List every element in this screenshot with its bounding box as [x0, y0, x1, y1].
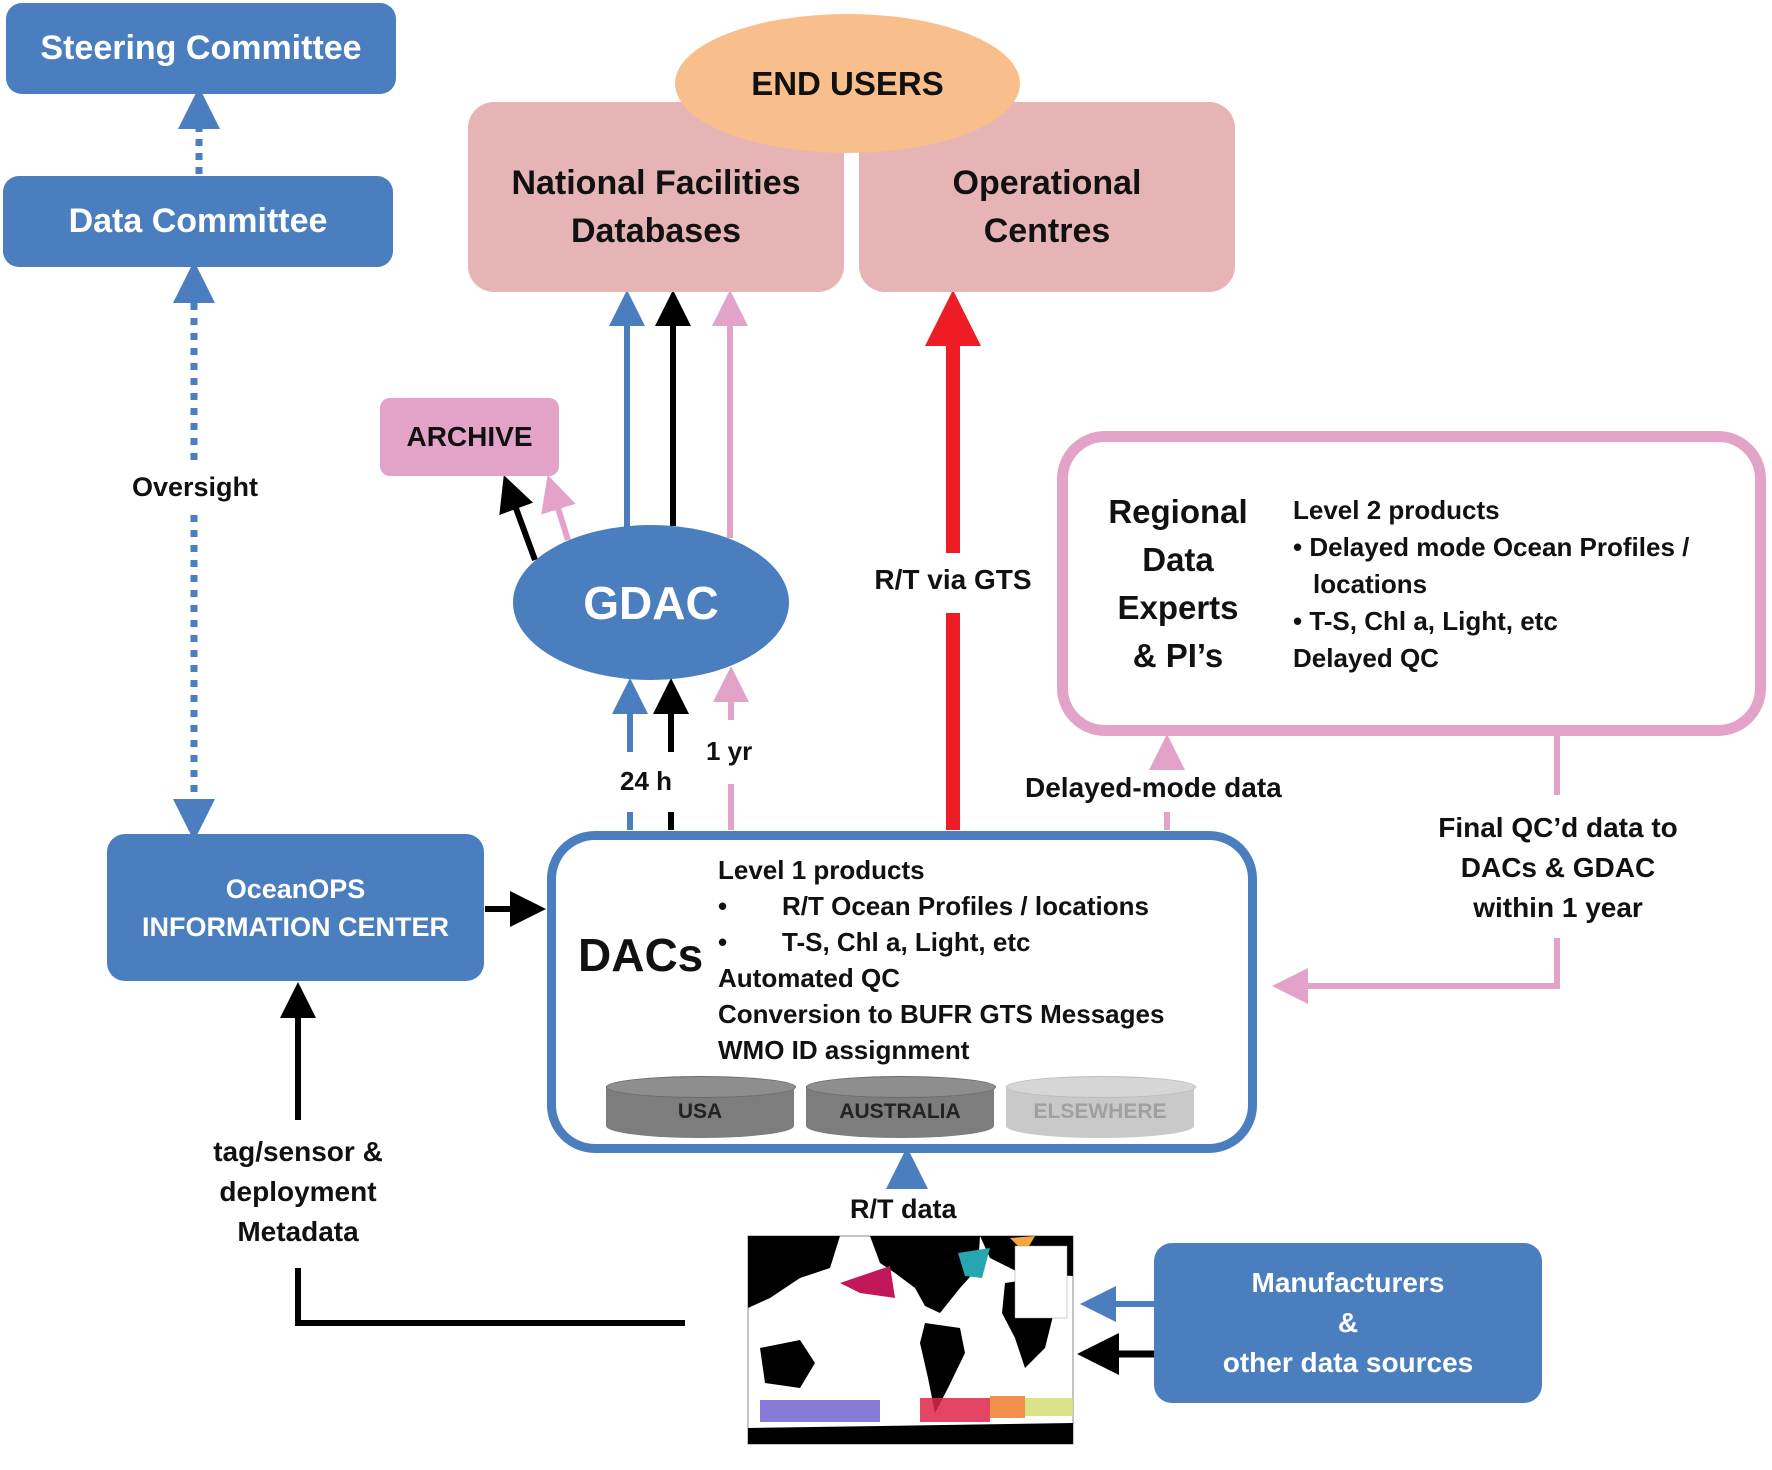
one-yr-label: 1 yr	[706, 736, 753, 766]
manufacturers-line2: &	[1337, 1307, 1359, 1338]
rt-data-label: R/T data	[850, 1194, 957, 1224]
final-qc-line3: within 1 year	[1473, 892, 1643, 923]
24h-label: 24 h	[620, 766, 673, 796]
regional-title-line3: Experts	[1117, 589, 1239, 626]
track-southern-red	[920, 1398, 990, 1422]
arrow-final-qc	[1272, 938, 1560, 1004]
dacs-title: DACs	[578, 929, 704, 981]
level1-heading: Level 1 products	[718, 855, 925, 885]
dac-australia-label: AUSTRALIA	[839, 1100, 961, 1123]
regional-title-line4: & PI’s	[1132, 637, 1224, 674]
track-north-pacific	[840, 1266, 895, 1298]
gdac-ellipse: GDAC	[513, 525, 789, 680]
track-southern-orange	[990, 1396, 1025, 1418]
land-australia	[760, 1340, 815, 1388]
level2-heading: Level 2 products	[1293, 495, 1500, 525]
steering-committee-label: Steering Committee	[40, 29, 362, 67]
regional-title-line2: Data	[1142, 541, 1214, 578]
level2-bullet1: • Delayed mode Ocean Profiles /	[1293, 532, 1690, 562]
track-southern-yellow	[1025, 1398, 1073, 1416]
dacs-products-list: Level 1 products • R/T Ocean Profiles / l…	[718, 852, 1164, 1068]
dac-usa-label: USA	[677, 1100, 723, 1123]
end-users-label: END USERS	[751, 64, 944, 102]
manufacturers-line3: other data sources	[1222, 1347, 1474, 1378]
dac-australia-cylinder: AUSTRALIA	[806, 1076, 996, 1138]
automated-qc: Automated QC	[718, 963, 900, 993]
arrow-gdac-archive-black	[499, 475, 538, 562]
manufacturers-box: Manufacturers & other data sources	[1154, 1243, 1542, 1403]
dac-elsewhere-cylinder: ELSEWHERE	[1006, 1076, 1196, 1138]
land-antarctica	[748, 1423, 1073, 1444]
dacs-box: DACs Level 1 products • R/T Ocean Profile…	[547, 831, 1257, 1153]
arrow-gdac-archive-pink	[541, 474, 576, 541]
level1-bullet2: • T-S, Chl a, Light, etc	[718, 924, 1164, 960]
final-qc-label: Final QC’d data to DACs & GDAC within 1 …	[1400, 808, 1716, 928]
regional-title-line1: Regional	[1108, 493, 1248, 530]
data-committee-label: Data Committee	[68, 202, 328, 240]
land-asia-west	[748, 1236, 840, 1308]
dac-elsewhere-label: ELSEWHERE	[1033, 1100, 1167, 1123]
rt-via-gts-label: R/T via GTS	[874, 564, 1032, 595]
wmo-id-assignment: WMO ID assignment	[718, 1035, 970, 1065]
steering-committee-box: Steering Committee	[6, 3, 396, 94]
level1-bullet1: • R/T Ocean Profiles / locations	[718, 888, 1164, 924]
bullet-glyph: •	[718, 891, 728, 921]
national-facilities-line1: National Facilities	[511, 164, 801, 202]
metadata-line1: tag/sensor &	[213, 1136, 383, 1167]
metadata-line2: deployment	[219, 1176, 377, 1207]
metadata-label: tag/sensor & deployment Metadata	[180, 1132, 416, 1252]
track-north-atlantic	[958, 1248, 990, 1278]
track-southern-purple	[760, 1400, 880, 1422]
oceanops-line1: OceanOPS	[225, 873, 366, 904]
delayed-qc: Delayed QC	[1293, 643, 1439, 673]
track-arctic	[1010, 1236, 1035, 1253]
level1-bullet2-text: T-S, Chl a, Light, etc	[782, 927, 1031, 957]
bufr-conversion: Conversion to BUFR GTS Messages	[718, 999, 1165, 1029]
land-south-america	[920, 1323, 965, 1413]
float-positions-map	[720, 1228, 1080, 1465]
dac-usa-cylinder: USA	[606, 1076, 796, 1138]
metadata-line3: Metadata	[237, 1216, 359, 1247]
land-north-america	[870, 1236, 980, 1313]
final-qc-line2: DACs & GDAC	[1460, 852, 1656, 883]
oceanops-line2: INFORMATION CENTER	[142, 911, 449, 942]
gdac-label: GDAC	[583, 576, 719, 629]
bullet-glyph: •	[718, 927, 728, 957]
map-legend	[1014, 1245, 1068, 1319]
delayed-mode-data-label: Delayed-mode data	[1025, 772, 1282, 803]
operational-centres-line1: Operational	[952, 164, 1142, 202]
final-qc-line1: Final QC’d data to	[1438, 812, 1678, 843]
level2-bullet1-cont: locations	[1313, 569, 1428, 599]
manufacturers-line1: Manufacturers	[1251, 1267, 1445, 1298]
oceanops-box: OceanOPS INFORMATION CENTER	[107, 834, 484, 981]
archive-label: ARCHIVE	[406, 421, 533, 452]
regional-products-list: Level 2 products • Delayed mode Ocean Pr…	[1293, 492, 1689, 677]
oversight-label: Oversight	[110, 472, 280, 503]
regional-experts-title: Regional Data Experts & PI’s	[1108, 488, 1248, 680]
line-map-metadata	[295, 1268, 685, 1326]
national-facilities-line2: Databases	[570, 212, 742, 250]
level1-bullet1-text: R/T Ocean Profiles / locations	[782, 891, 1149, 921]
level2-bullet2: • T-S, Chl a, Light, etc	[1293, 606, 1558, 636]
operational-centres-line2: Centres	[983, 212, 1111, 250]
world-map-graphic	[747, 1235, 1074, 1445]
regional-experts-box: Regional Data Experts & PI’s Level 2 pro…	[1057, 431, 1766, 736]
archive-box: ARCHIVE	[380, 398, 559, 476]
data-committee-box: Data Committee	[3, 176, 393, 267]
end-users-ellipse: END USERS	[675, 14, 1020, 153]
